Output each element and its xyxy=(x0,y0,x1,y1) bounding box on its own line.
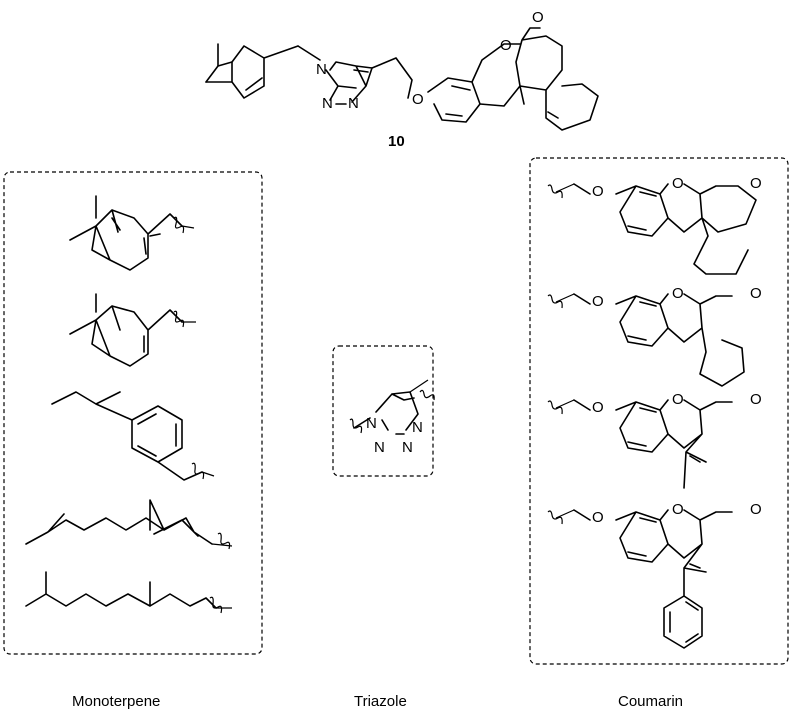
triazole-n1: N xyxy=(366,415,377,432)
atom-o-carbonyl-1: O xyxy=(532,9,544,26)
c4-o-lactone: O xyxy=(672,501,684,518)
c2-o-lactone: O xyxy=(672,285,684,302)
c1-o-ether: O xyxy=(592,183,604,200)
atom-o-ether-1: O xyxy=(412,91,424,108)
monoterpene-cumyl xyxy=(51,391,215,481)
atom-n3-triazole: N xyxy=(348,95,359,112)
coumarin-phenyl: O O O xyxy=(547,501,762,649)
coumarin-methyl: O O O xyxy=(547,391,762,489)
c2-o-carbonyl: O xyxy=(750,285,762,302)
c3-o-ether: O xyxy=(592,399,604,416)
c3-o-lactone: O xyxy=(672,391,684,408)
c4-o-carbonyl: O xyxy=(750,501,762,518)
monoterpene-box xyxy=(3,171,263,655)
coumarin-box xyxy=(529,157,789,665)
caption-coumarin: Coumarin xyxy=(618,693,683,710)
atom-n1-triazole: N xyxy=(316,61,327,78)
coumarin-tetrahydrobenzo: O O O xyxy=(547,175,762,275)
triazole-fragment: N N N N xyxy=(349,379,435,456)
monoterpene-citronellyl xyxy=(25,571,232,614)
atom-o-lactone-1: O xyxy=(500,37,512,54)
triazole-n3: N xyxy=(402,439,413,456)
c1-o-lactone: O xyxy=(672,175,684,192)
triazole-box xyxy=(332,345,434,477)
atom-n2-triazole: N xyxy=(322,95,333,112)
c4-o-ether: O xyxy=(592,509,604,526)
c3-o-carbonyl: O xyxy=(750,391,762,408)
triazole-n4: N xyxy=(412,419,423,436)
monoterpene-myrtenyl xyxy=(69,195,195,271)
triazole-n2: N xyxy=(374,439,385,456)
c2-o-ether: O xyxy=(592,293,604,310)
compound-10: O O O N N N 10 xyxy=(205,9,599,150)
coumarin-cyclopenta: O O O xyxy=(547,285,762,387)
compound-number: 10 xyxy=(388,133,405,150)
caption-triazole: Triazole xyxy=(354,693,407,710)
monoterpene-geranyl xyxy=(25,499,233,550)
monoterpene-pinenyl xyxy=(69,293,196,367)
c1-o-carbonyl: O xyxy=(750,175,762,192)
caption-monoterpene: Monoterpene xyxy=(72,693,160,710)
